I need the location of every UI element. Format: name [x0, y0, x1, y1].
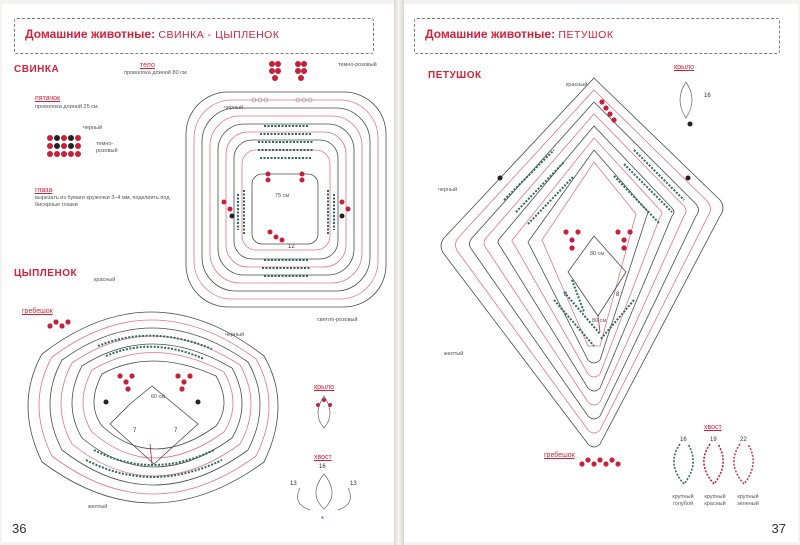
- rooster-color-yellow: желтый: [444, 351, 464, 357]
- chick-tail-n1: 16: [319, 464, 326, 470]
- chick-count-a: 7: [133, 428, 137, 434]
- rooster-tail-color-1: крупный голубой: [672, 494, 694, 507]
- right-header-title: Домашние животные: ПЕТУШОК: [425, 27, 613, 41]
- chick-color-yellow: желтый: [88, 504, 108, 510]
- pig-body-title: тело: [140, 62, 155, 69]
- right-header: Домашние животные: ПЕТУШОК: [414, 18, 780, 54]
- left-header: Домашние животные: СВИНКА - ЦЫПЛЕНОК: [14, 18, 374, 54]
- pig-size-label: 75 см: [275, 193, 290, 199]
- rooster-wing-count: 16: [704, 93, 711, 99]
- pig-eyes-title: глаза: [35, 187, 53, 194]
- right-page-number: 37: [771, 521, 786, 536]
- chick-tail-title: хвост: [314, 454, 332, 461]
- chick-color-red: красный: [94, 277, 116, 283]
- pig-color-light: светло-розовый: [317, 317, 358, 323]
- rooster-color-red: красный: [566, 82, 588, 88]
- chick-count-b: 7: [174, 428, 178, 434]
- pig-eyes-note: вырезать из бумаги кружочки 3–4 мм, подк…: [35, 195, 170, 208]
- rooster-comb-title: гребешок: [544, 452, 575, 459]
- right-header-subtitle: ПЕТУШОК: [558, 29, 614, 41]
- chick-diagram: *: [27, 311, 351, 524]
- rooster-tail-count-3: 22: [740, 437, 747, 443]
- book-gutter: [394, 0, 404, 545]
- pig-body-note: проволока длиной 80 см: [124, 70, 187, 76]
- chick-size-label: 60 см: [151, 394, 166, 400]
- left-header-subtitle: СВИНКА - ЦЫПЛЕНОК: [158, 29, 280, 41]
- chick-color-black: черный: [225, 332, 245, 338]
- chick-section-title: ЦЫПЛЕНОК: [14, 268, 78, 279]
- rooster-color-black: черный: [438, 187, 458, 193]
- rooster-tail-count-2: 19: [710, 437, 717, 443]
- left-page-number: 36: [12, 521, 27, 536]
- rooster-tail-title: хвост: [704, 424, 722, 431]
- left-page: Домашние животные: СВИНКА - ЦЫПЛЕНОК СВИ…: [2, 4, 394, 542]
- right-page: Домашние животные: ПЕТУШОК ПЕТУШОК крыло…: [404, 4, 798, 542]
- rooster-section-title: ПЕТУШОК: [428, 70, 482, 81]
- pig-nose-title: пятачок: [35, 95, 61, 102]
- rooster-wing-title: крыло: [674, 64, 695, 71]
- chick-tail-n2: 13: [290, 481, 297, 487]
- svg-text:*: *: [321, 515, 324, 524]
- pig-diagram: [47, 61, 387, 308]
- left-header-title: Домашние животные: СВИНКА - ЦЫПЛЕНОК: [25, 27, 279, 41]
- chick-tail-n3: 13: [350, 481, 357, 487]
- pig-body-count: 12: [288, 244, 295, 250]
- rooster-size-label-2: 80 см: [592, 318, 607, 324]
- pig-nose-note: проволока длиной 25 см: [35, 104, 98, 110]
- rooster-tail-count-1: 16: [680, 437, 687, 443]
- right-header-title-text: Домашние животные:: [425, 27, 556, 41]
- pig-nose-color-black: черный: [83, 125, 103, 131]
- chick-wing-title: крыло: [314, 384, 335, 391]
- rooster-diagram: [440, 77, 754, 486]
- pig-section-title: СВИНКА: [14, 64, 60, 75]
- left-header-title-text: Домашние животные:: [25, 27, 156, 41]
- rooster-size-label: 80 см: [590, 251, 605, 257]
- pig-nose-color-pink: темно-розовый: [96, 141, 118, 154]
- rooster-tail-color-2: крупный красный: [704, 494, 726, 507]
- chick-comb-title: гребешок: [22, 308, 53, 315]
- rooster-count-b: 8: [616, 292, 620, 298]
- pig-color-top: темно-розовый: [338, 62, 377, 68]
- rooster-tail-color-3: крупный зеленый: [737, 494, 759, 507]
